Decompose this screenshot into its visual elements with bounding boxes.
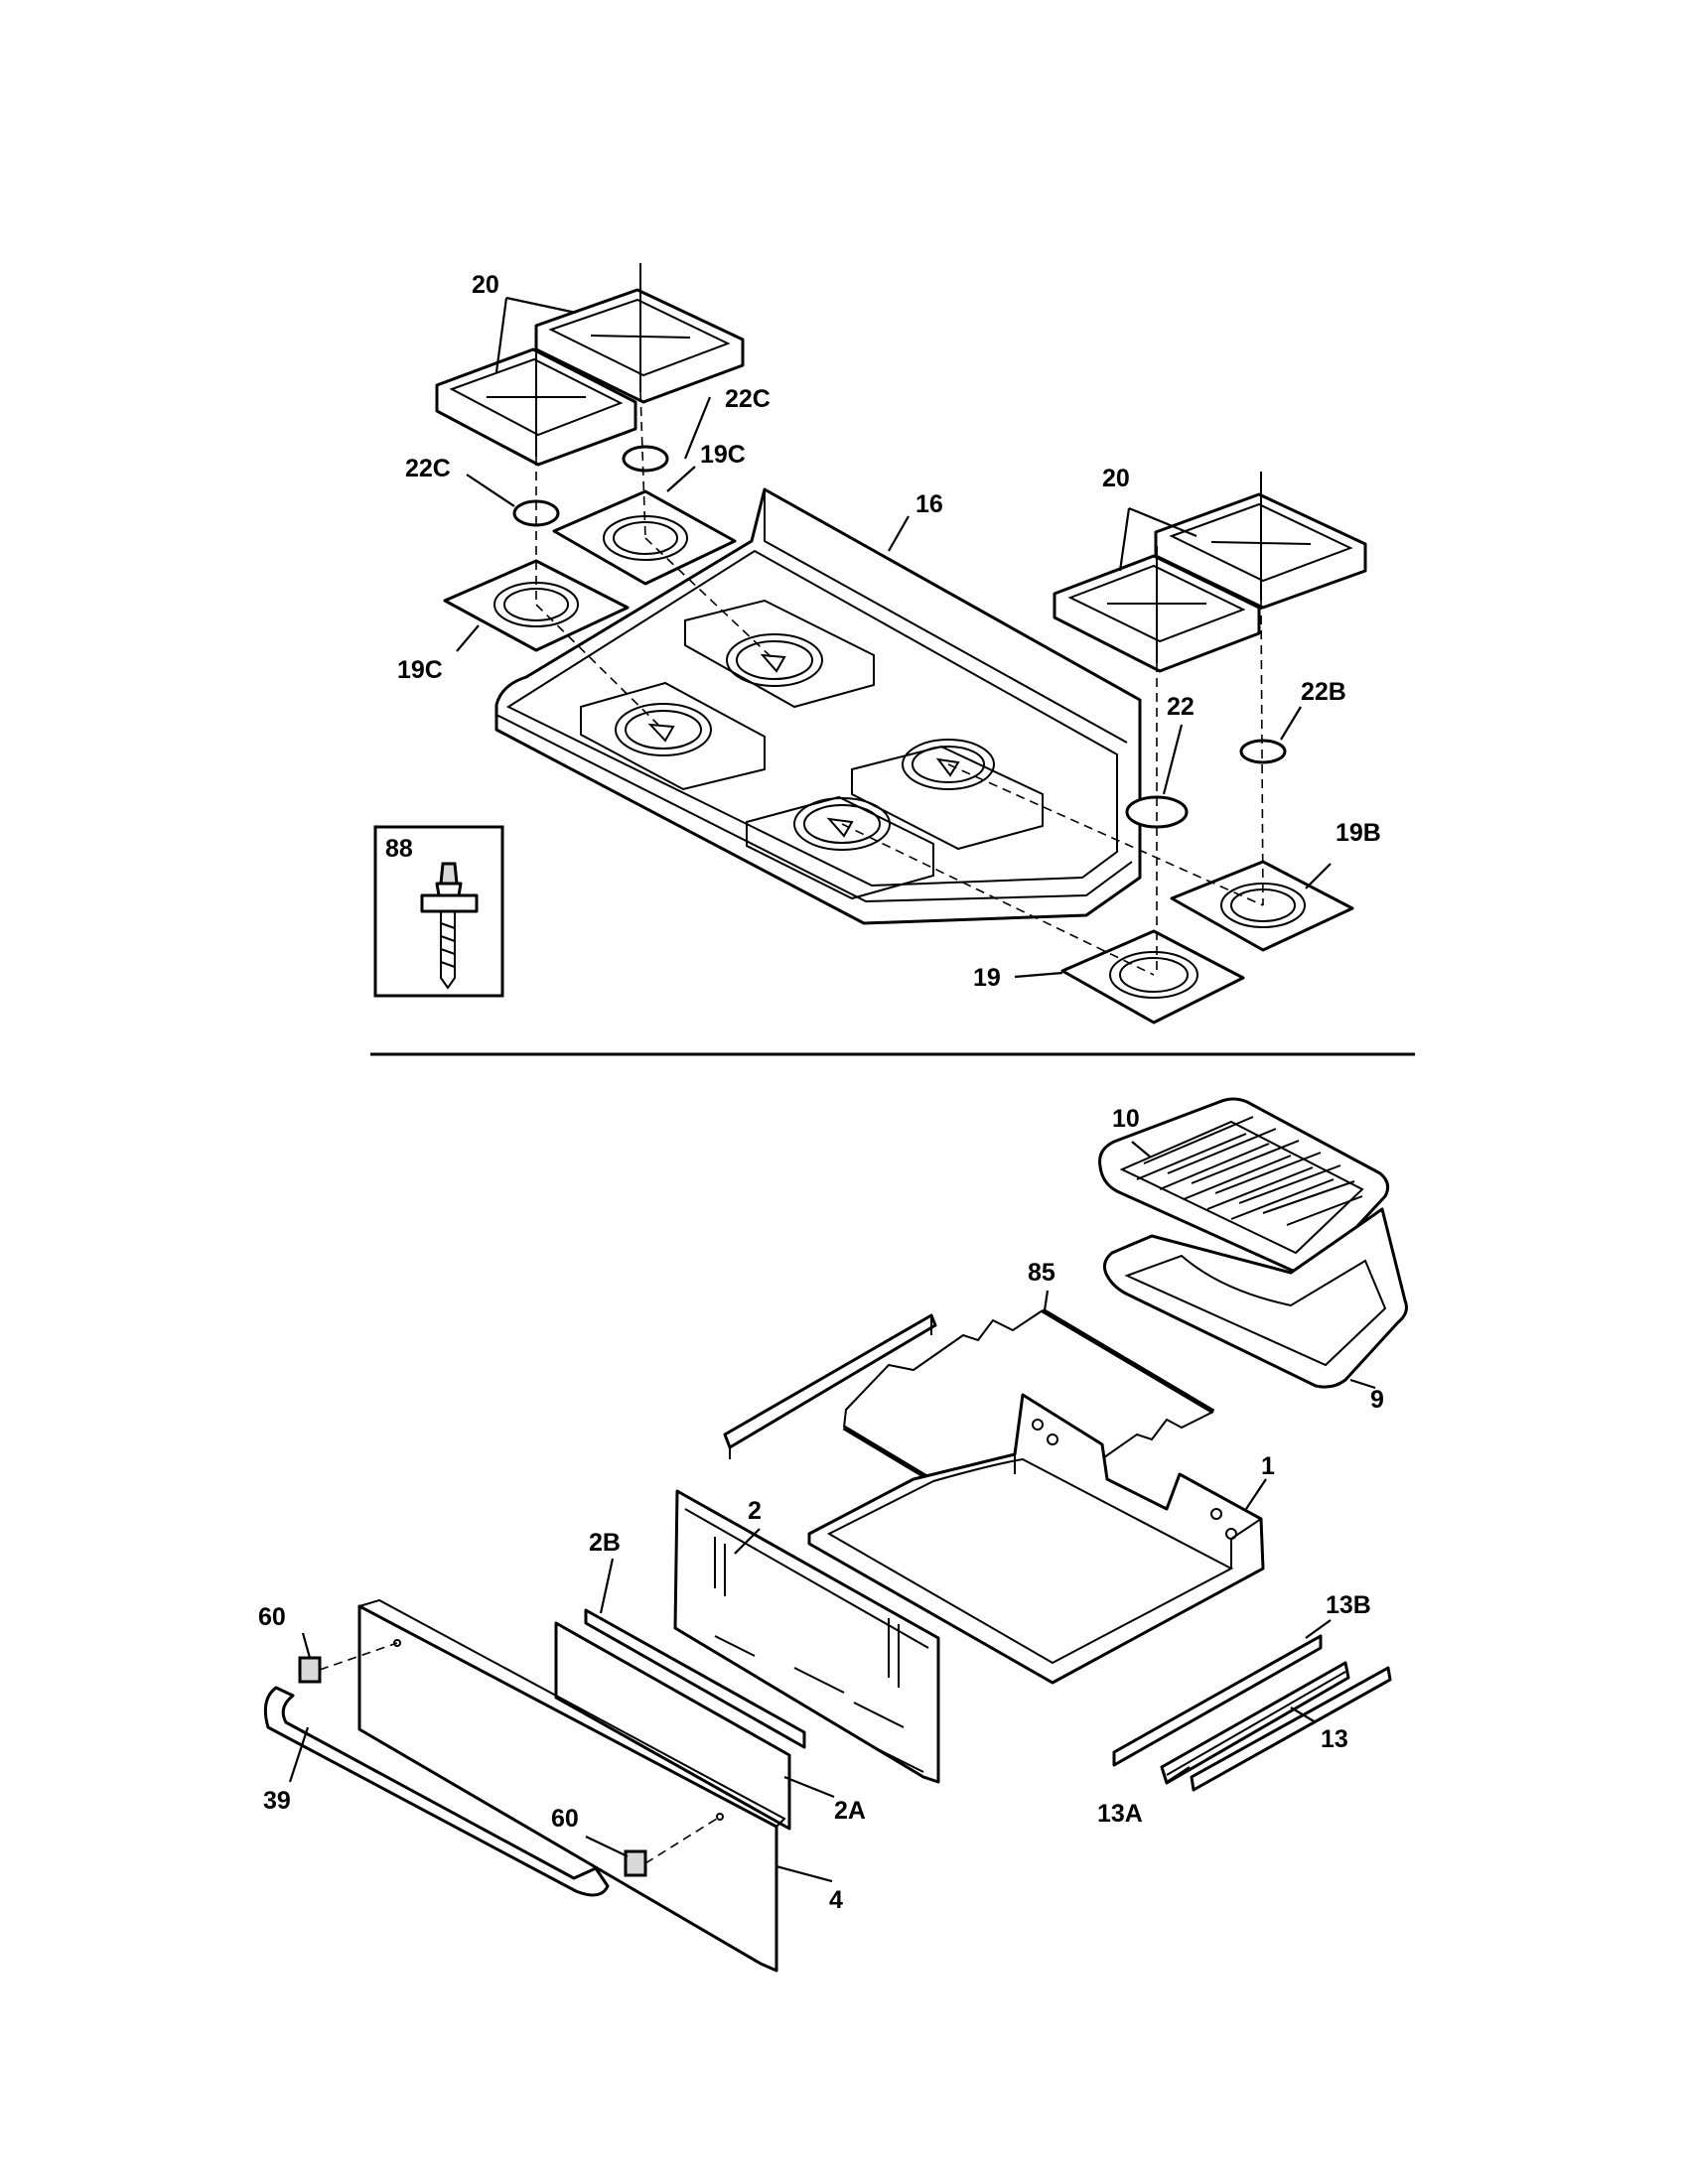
label-13b: 13B <box>1326 1591 1371 1619</box>
label-39: 39 <box>263 1787 291 1815</box>
label-10: 10 <box>1112 1105 1140 1133</box>
label-60-left: 60 <box>258 1603 286 1631</box>
label-19b: 19B <box>1336 819 1381 847</box>
broiler-grid <box>1098 1097 1390 1275</box>
label-2a: 2A <box>834 1797 866 1825</box>
leader-lines-top <box>456 296 1332 979</box>
label-2b: 2B <box>589 1529 621 1557</box>
inset-box-88 <box>373 825 504 998</box>
leader-lines-bottom <box>288 1141 1376 1883</box>
alignment-lines-top <box>535 391 1264 976</box>
label-22c-top: 22C <box>725 385 771 413</box>
label-19: 19 <box>973 964 1001 992</box>
drawer-liner <box>584 1608 806 1749</box>
bumper-60-left <box>298 1656 322 1684</box>
drawer-liner-panel <box>554 1621 791 1831</box>
handle <box>263 1686 610 1897</box>
slide-13b <box>1112 1634 1323 1767</box>
drawer-side-rail <box>723 1313 937 1459</box>
slide-13 <box>1190 1666 1392 1792</box>
label-19c-top: 19C <box>700 441 746 469</box>
label-20-left: 20 <box>472 271 499 299</box>
label-60-right: 60 <box>551 1805 579 1833</box>
pan-19b <box>1170 860 1354 952</box>
bumper-60-right <box>624 1849 647 1877</box>
label-22c-left: 22C <box>405 455 451 482</box>
label-9: 9 <box>1370 1386 1384 1414</box>
label-88: 88 <box>385 835 413 863</box>
broiler-pan <box>1102 1207 1408 1389</box>
label-1: 1 <box>1261 1452 1275 1480</box>
pan-19 <box>1060 929 1245 1024</box>
drawer-body <box>807 1393 1265 1685</box>
label-16: 16 <box>915 490 943 518</box>
alignment-lines-bottom <box>319 1642 721 1864</box>
label-19c-left: 19C <box>397 656 443 684</box>
cooktop <box>494 487 1142 925</box>
slide-13a <box>1160 1661 1350 1785</box>
drawer-back <box>673 1489 940 1784</box>
label-20-right: 20 <box>1102 465 1130 492</box>
label-13a: 13A <box>1097 1800 1143 1828</box>
label-2: 2 <box>748 1497 762 1525</box>
pan-19c-top <box>552 489 737 586</box>
cap-22b <box>1239 739 1287 764</box>
label-85: 85 <box>1028 1259 1055 1287</box>
label-4: 4 <box>829 1886 843 1914</box>
label-22: 22 <box>1167 693 1195 721</box>
label-13: 13 <box>1321 1725 1348 1753</box>
left-grates <box>435 263 745 467</box>
label-22b: 22B <box>1301 678 1346 706</box>
right-grates <box>1053 472 1367 673</box>
drawer-front <box>357 1598 786 1973</box>
cap-22c-top <box>622 445 669 473</box>
